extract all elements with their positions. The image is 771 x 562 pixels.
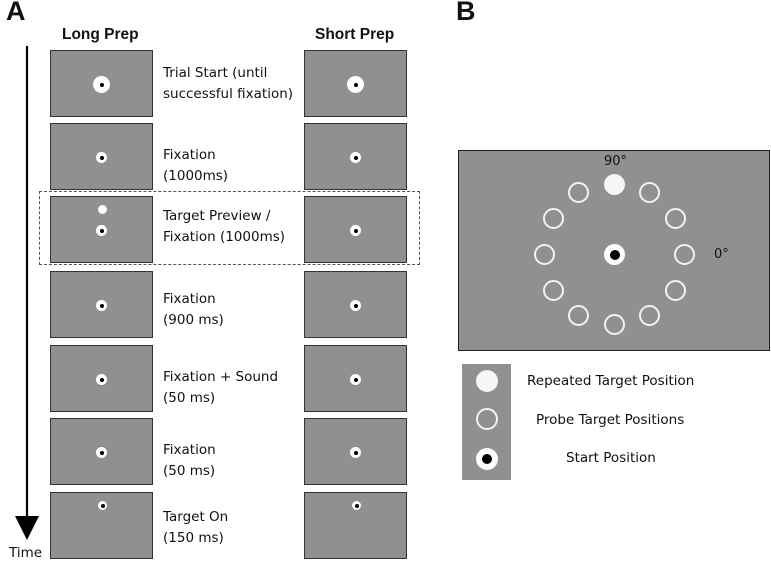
long-screen-target-preview <box>50 196 153 263</box>
probe-target-ring <box>665 208 686 229</box>
legend-repeated-icon <box>476 370 498 392</box>
time-label: Time <box>9 545 43 561</box>
probe-target-ring <box>639 182 660 203</box>
fixation-point <box>96 300 107 311</box>
probe-target-ring <box>639 305 660 326</box>
fixation-point <box>96 225 107 236</box>
short-screen-trial-start <box>304 50 407 117</box>
short-screen-fixation-1 <box>304 123 407 190</box>
long-screen-trial-start <box>50 50 153 117</box>
probe-target-ring <box>665 280 686 301</box>
stage-label-trial-start: Trial Start (until successful fixation) <box>163 65 294 102</box>
fixation-point <box>350 300 361 311</box>
fixation-point <box>96 152 107 163</box>
probe-target-ring <box>568 305 589 326</box>
fixation-point <box>350 225 361 236</box>
legend-start-label: Start Position <box>566 450 656 466</box>
long-screen-fixation-50 <box>50 418 153 485</box>
fixation-point <box>96 374 107 385</box>
long-screen-fixation-900 <box>50 271 153 338</box>
preview-highlight-box <box>39 191 420 265</box>
long-screen-fixation-sound <box>50 345 153 412</box>
short-screen-fixation-50 <box>304 418 407 485</box>
repeated-target-marker <box>604 174 625 195</box>
legend-probe-label: Probe Target Positions <box>536 412 685 428</box>
fixation-point-large <box>93 76 110 93</box>
short-screen-fixation-sound <box>304 345 407 412</box>
probe-target-ring <box>604 314 625 335</box>
target-point <box>352 501 361 510</box>
probe-target-ring <box>543 208 564 229</box>
long-prep-heading: Long Prep <box>62 26 139 43</box>
short-screen-target-on <box>304 492 407 559</box>
panel-a-label: A <box>6 0 26 26</box>
fixation-point <box>96 447 107 458</box>
stage-label-fixation-900: Fixation (900 ms) <box>163 291 224 328</box>
stage-label-fixation-50: Fixation (50 ms) <box>163 442 216 479</box>
probe-target-ring <box>534 244 555 265</box>
fixation-point <box>350 374 361 385</box>
legend-swatch-panel <box>462 364 511 480</box>
probe-target-ring <box>543 280 564 301</box>
probe-target-ring <box>568 182 589 203</box>
angle-label-90: 90° <box>604 154 628 169</box>
short-prep-heading: Short Prep <box>315 26 395 43</box>
preview-target-dot <box>98 205 107 214</box>
panel-b-label: B <box>456 0 476 26</box>
long-screen-target-on <box>50 492 153 559</box>
short-screen-fixation-900 <box>304 271 407 338</box>
time-arrow <box>15 46 39 540</box>
stage-label-target-on: Target On (150 ms) <box>163 509 229 546</box>
stage-label-fixation-1: Fixation (1000ms) <box>163 147 229 184</box>
target-point <box>98 501 107 510</box>
stage-label-fixation-sound: Fixation + Sound (50 ms) <box>163 369 279 406</box>
fixation-point-large <box>347 76 364 93</box>
angle-label-0: 0° <box>714 247 729 262</box>
legend-start-icon <box>476 448 498 470</box>
short-screen-target-preview <box>304 196 407 263</box>
stage-label-target-preview: Target Preview / Fixation (1000ms) <box>163 208 286 245</box>
fixation-point <box>350 152 361 163</box>
long-screen-fixation-1 <box>50 123 153 190</box>
legend-repeated-label: Repeated Target Position <box>527 373 695 389</box>
start-position-marker <box>604 244 625 265</box>
target-layout-screen: 90° 0° <box>458 150 770 351</box>
legend-probe-icon <box>476 408 498 430</box>
fixation-point <box>350 447 361 458</box>
probe-target-ring <box>674 244 695 265</box>
